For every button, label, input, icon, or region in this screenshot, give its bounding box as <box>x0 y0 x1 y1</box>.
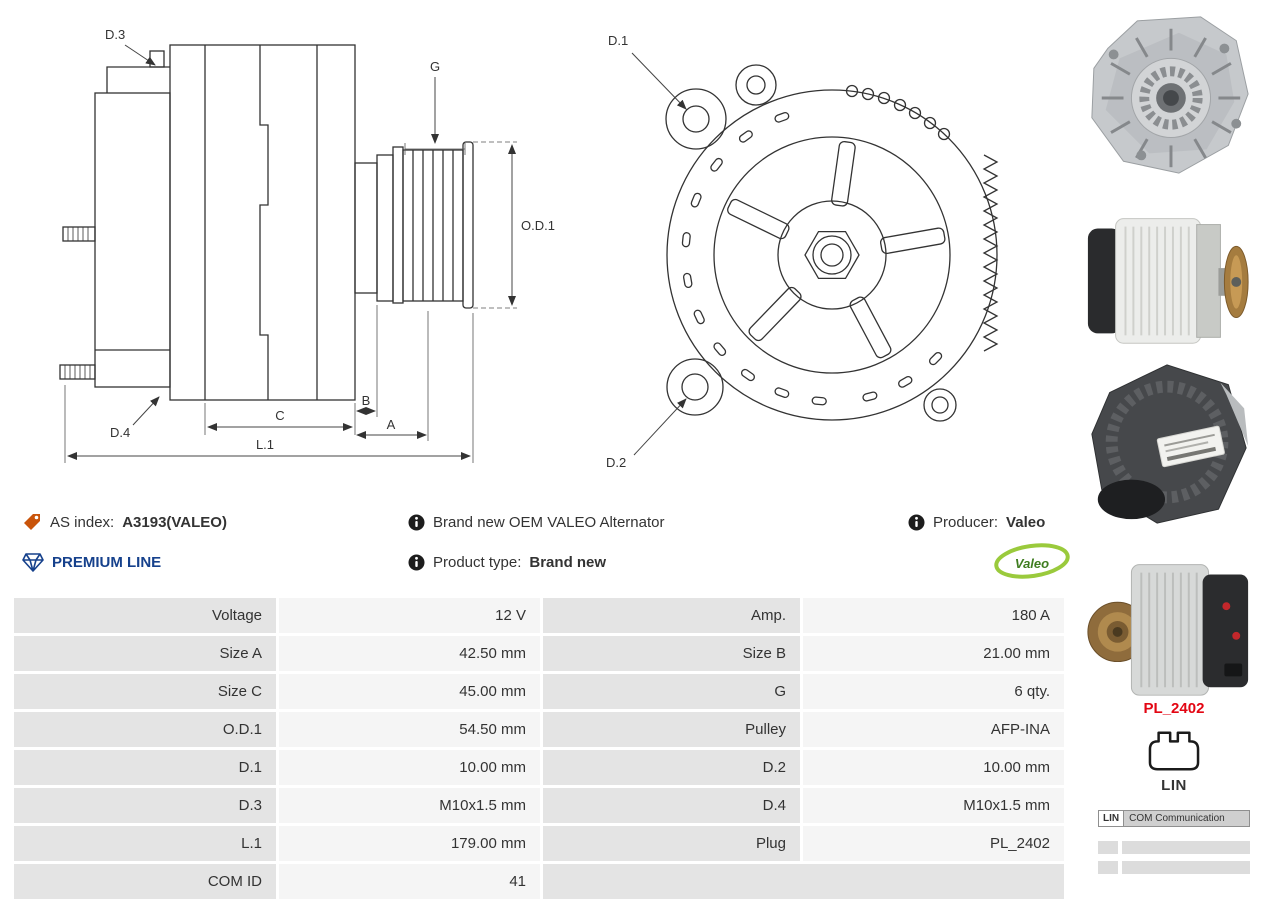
product-photo-1[interactable] <box>1080 6 1258 186</box>
spec-label: D.4 <box>543 788 800 823</box>
as-index-row: AS index: A3193(VALEO) <box>22 509 227 535</box>
spec-label: D.2 <box>543 750 800 785</box>
spec-value: 54.50 mm <box>279 712 540 747</box>
spec-value: M10x1.5 mm <box>803 788 1064 823</box>
side-dimensions: D.3 G O.D.1 C B A L.1 D.4 <box>64 27 555 463</box>
alternator-photo-side-icon <box>1087 218 1249 344</box>
product-photo-2[interactable] <box>1080 192 1258 362</box>
spec-value: 42.50 mm <box>279 636 540 671</box>
producer-value: Valeo <box>1006 513 1046 531</box>
spec-value: AFP-INA <box>803 712 1064 747</box>
dim-label-d3: D.3 <box>105 27 125 42</box>
spec-label: Size C <box>14 674 276 709</box>
placeholder-line <box>1122 841 1250 854</box>
spec-value: 12 V <box>279 598 540 633</box>
connector-block: PL_2402 LIN LIN COM Communication <box>1098 700 1250 874</box>
premium-line-label: PREMIUM LINE <box>52 553 162 571</box>
product-photo-4[interactable] <box>1080 538 1258 708</box>
spec-value: 45.00 mm <box>279 674 540 709</box>
info-icon <box>908 514 925 530</box>
alternator-photo-rear-icon <box>1091 364 1249 524</box>
spec-label: L.1 <box>14 826 276 861</box>
spec-empty-cell <box>543 864 1064 899</box>
spec-value: 10.00 mm <box>279 750 540 785</box>
valeo-logo-text: Valeo <box>1015 556 1049 571</box>
spec-value: PL_2402 <box>803 826 1064 861</box>
product-type-row: Product type: Brand new <box>408 549 606 575</box>
plug-type-label: LIN <box>1161 777 1187 794</box>
product-type-label: Product type: <box>433 553 522 571</box>
spec-label: Pulley <box>543 712 800 747</box>
spec-value: 6 qty. <box>803 674 1064 709</box>
badge-text: COM Communication <box>1124 811 1249 826</box>
premium-line-row: PREMIUM LINE <box>22 549 161 575</box>
plug-code-link[interactable]: PL_2402 <box>1143 700 1205 717</box>
placeholder-bar <box>1098 861 1250 874</box>
as-index-label: AS index: <box>50 513 115 531</box>
technical-drawing-side: D.3 G O.D.1 C B A L.1 D.4 <box>59 27 555 463</box>
dim-label-d1: D.1 <box>608 33 628 48</box>
alternator-photo-angled-icon <box>1087 564 1249 696</box>
spec-value: 10.00 mm <box>803 750 1064 785</box>
spec-value: 179.00 mm <box>279 826 540 861</box>
alternator-photo-front-icon <box>1091 16 1249 174</box>
spec-value: 180 A <box>803 598 1064 633</box>
spec-label: Voltage <box>14 598 276 633</box>
spec-label: Size B <box>543 636 800 671</box>
dim-label-b: B <box>362 393 371 408</box>
product-photo-3[interactable] <box>1080 350 1258 535</box>
spec-value: M10x1.5 mm <box>279 788 540 823</box>
placeholder-bar <box>1098 841 1250 854</box>
dim-label-a: A <box>387 417 396 432</box>
spec-value: 41 <box>279 864 540 899</box>
producer-label: Producer: <box>933 513 999 531</box>
spec-label: Size A <box>14 636 276 671</box>
spec-table: Voltage 12 V Amp. 180 A Size A 42.50 mm … <box>14 598 1064 899</box>
dim-label-d4: D.4 <box>110 425 130 440</box>
spec-label: Plug <box>543 826 800 861</box>
spec-label: COM ID <box>14 864 276 899</box>
spec-label: Amp. <box>543 598 800 633</box>
lin-com-badge: LIN COM Communication <box>1098 810 1250 827</box>
front-dimensions: D.1 D.2 <box>606 33 687 470</box>
as-index-value: A3193(VALEO) <box>122 513 227 531</box>
dim-label-d2: D.2 <box>606 455 626 470</box>
plug-connector-icon[interactable] <box>1143 725 1205 775</box>
spec-label: G <box>543 674 800 709</box>
info-icon <box>408 514 425 530</box>
spec-label: O.D.1 <box>14 712 276 747</box>
valeo-logo: Valeo <box>994 543 1070 579</box>
dim-label-g: G <box>430 59 440 74</box>
info-icon <box>408 554 425 570</box>
dim-label-c: C <box>275 408 284 423</box>
placeholder-line <box>1122 861 1250 874</box>
spec-label: D.3 <box>14 788 276 823</box>
badge-tag: LIN <box>1099 811 1125 826</box>
placeholder-box <box>1098 841 1118 854</box>
spec-value: 21.00 mm <box>803 636 1064 671</box>
tag-icon <box>24 514 40 530</box>
dim-label-od1: O.D.1 <box>521 218 555 233</box>
placeholder-box <box>1098 861 1118 874</box>
technical-drawing-front: D.1 D.2 <box>606 33 999 470</box>
description-row: Brand new OEM VALEO Alternator <box>408 509 665 535</box>
product-type-value: Brand new <box>529 553 607 571</box>
spec-label: D.1 <box>14 750 276 785</box>
producer-row: Producer: Valeo <box>908 509 1045 535</box>
diamond-icon <box>22 552 44 572</box>
alternator-side-outline <box>59 44 474 401</box>
alternator-front-outline <box>665 64 999 422</box>
dim-label-l1: L.1 <box>256 437 274 452</box>
product-description: Brand new OEM VALEO Alternator <box>433 513 665 531</box>
